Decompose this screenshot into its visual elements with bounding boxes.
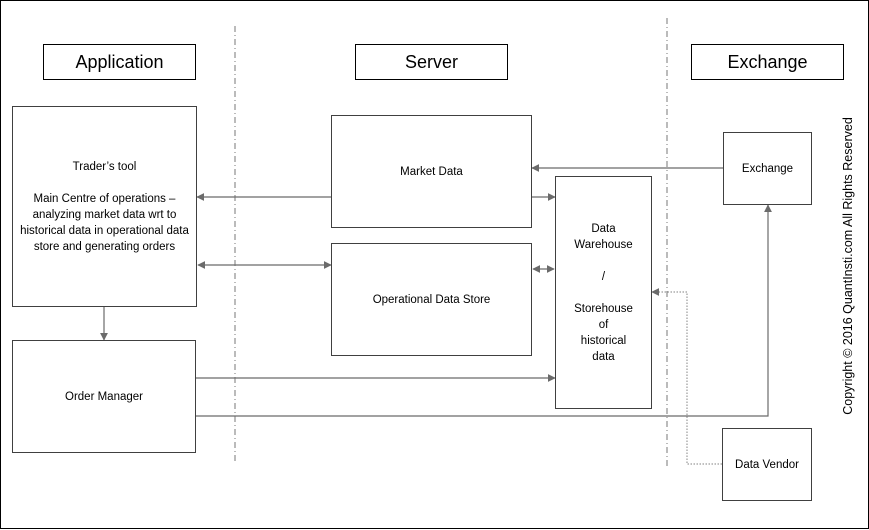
lane-header-server-label: Server [404,51,458,72]
exchange-label: Exchange [741,162,794,175]
data-warehouse-line-4: Storehouse [574,302,633,315]
data-vendor-label: Data Vendor [735,458,799,471]
lane-header-application-label: Application [75,51,164,72]
copyright-text: Copyright © 2016 QuantInsti.com All Righ… [841,117,855,415]
order-manager-box: Order Manager [12,340,196,453]
data-warehouse-line-2: Warehouse [574,238,633,251]
data-vendor-box: Data Vendor [722,428,812,501]
lane-header-server: Server [355,44,508,80]
lane-header-exchange-label: Exchange [727,51,808,72]
data-warehouse-box: Data Warehouse / Storehouse of historica… [555,176,652,409]
arrow-data-vendor-to-data-warehouse [651,288,722,465]
market-data-label: Market Data [400,165,463,178]
arrow-order-manager-to-exchange [196,204,772,417]
exchange-box: Exchange [723,132,812,205]
data-warehouse-line-1: Data [591,222,616,235]
lane-header-exchange: Exchange [691,44,844,80]
order-manager-label: Order Manager [65,390,143,403]
operational-data-store-box: Operational Data Store [331,243,532,356]
traders-tool-title: Trader’s tool [72,160,137,173]
data-warehouse-line-3: / [601,270,606,283]
data-warehouse-line-7: data [592,350,615,363]
lane-header-application: Application [43,44,196,80]
operational-data-store-label: Operational Data Store [372,293,491,306]
data-warehouse-line-6: historical [580,334,627,347]
market-data-box: Market Data [331,115,532,228]
traders-tool-description: Main Centre of operations – analyzing ma… [20,192,189,253]
traders-tool-box: Trader’s tool Main Centre of operations … [12,106,197,307]
data-warehouse-line-5: of [598,318,609,331]
